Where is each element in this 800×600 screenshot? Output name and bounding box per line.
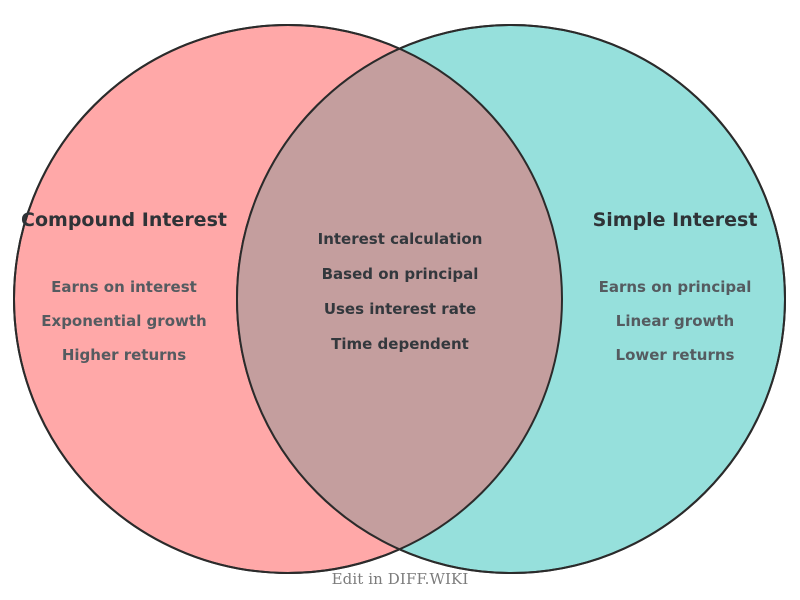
- left-set-item-list: Earns on interest Exponential growth Hig…: [4, 277, 244, 365]
- intersection-item: Interest calculation: [317, 230, 483, 248]
- left-set-title: Compound Interest: [21, 209, 227, 231]
- right-set-item: Earns on principal: [598, 278, 752, 296]
- right-set-item-list: Earns on principal Linear growth Lower r…: [555, 277, 795, 365]
- left-set-item: Exponential growth: [41, 312, 207, 330]
- intersection-item: Based on principal: [321, 265, 479, 283]
- intersection-labels: Interest calculation Based on principal …: [280, 229, 520, 369]
- right-set-item: Lower returns: [615, 346, 735, 364]
- intersection-region[interactable]: [237, 25, 785, 573]
- left-set-item: Higher returns: [61, 346, 187, 364]
- right-set-item: Linear growth: [615, 312, 735, 330]
- right-set-labels: Simple Interest Earns on principal Linea…: [555, 210, 795, 379]
- right-set-outline: [236, 24, 786, 574]
- left-set-item: Earns on interest: [51, 278, 197, 296]
- intersection-item: Time dependent: [331, 335, 469, 353]
- intersection-item: Uses interest rate: [323, 300, 477, 318]
- right-set-title: Simple Interest: [592, 209, 758, 231]
- left-set-outline: [13, 24, 563, 574]
- left-set-labels: Compound Interest Earns on interest Expo…: [4, 210, 244, 379]
- edit-in-diff-wiki-link[interactable]: Edit in DIFF.WIKI: [331, 570, 469, 588]
